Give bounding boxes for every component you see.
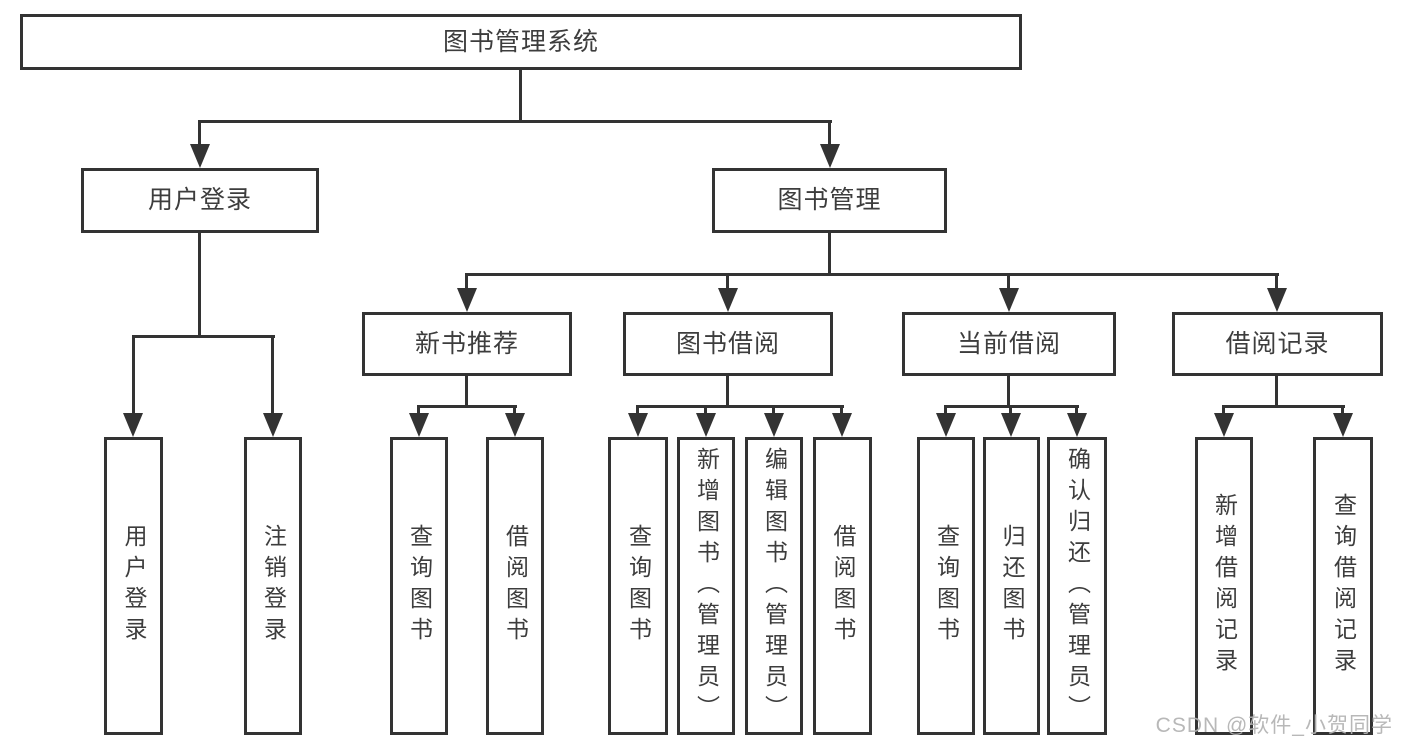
- connector-line: [466, 273, 1279, 276]
- connector-line: [1009, 405, 1012, 415]
- connector-line: [1075, 405, 1078, 415]
- arrow-down-icon: [628, 413, 648, 437]
- connector-line: [636, 405, 639, 415]
- arrow-down-icon: [1067, 413, 1087, 437]
- leaf-query-books-current: 查询图书: [917, 437, 975, 735]
- connector-line: [772, 405, 775, 415]
- connector-line: [1275, 273, 1278, 291]
- arrow-down-icon: [718, 288, 738, 312]
- connector-line: [198, 120, 832, 123]
- connector-line: [840, 405, 843, 415]
- connector-line: [944, 405, 947, 415]
- connector-line: [1007, 376, 1010, 407]
- leaf-add-borrow-record: 新增借阅记录: [1195, 437, 1253, 735]
- arrow-down-icon: [832, 413, 852, 437]
- leaf-return-books: 归还图书: [983, 437, 1040, 735]
- node-book-management: 图书管理: [712, 168, 947, 233]
- connector-line: [1275, 376, 1278, 407]
- arrow-down-icon: [263, 413, 283, 437]
- connector-line: [637, 405, 844, 408]
- connector-line: [726, 273, 729, 291]
- node-new-book-recommendation: 新书推荐: [362, 312, 572, 376]
- leaf-confirm-return-admin: 确认归还（管理员）: [1047, 437, 1107, 735]
- connector-line: [828, 233, 831, 275]
- connector-line: [132, 335, 135, 415]
- csdn-watermark: CSDN @软件_小贺同学: [1155, 714, 1393, 737]
- arrow-down-icon: [1001, 413, 1021, 437]
- connector-line: [198, 233, 201, 337]
- node-user-login: 用户登录: [81, 168, 319, 233]
- leaf-add-book-admin: 新增图书（管理员）: [677, 437, 735, 735]
- node-book-borrowing: 图书借阅: [623, 312, 833, 376]
- connector-line: [465, 273, 468, 291]
- arrow-down-icon: [1267, 288, 1287, 312]
- arrow-down-icon: [820, 144, 840, 168]
- leaf-borrow-books-recommend: 借阅图书: [486, 437, 544, 735]
- connector-line: [132, 335, 275, 338]
- connector-line: [418, 405, 517, 408]
- connector-line: [513, 405, 516, 415]
- arrow-down-icon: [409, 413, 429, 437]
- connector-line: [271, 335, 274, 415]
- connector-line: [1007, 273, 1010, 291]
- connector-line: [1222, 405, 1225, 415]
- connector-line: [465, 376, 468, 407]
- leaf-edit-book-admin: 编辑图书（管理员）: [745, 437, 803, 735]
- connector-line: [726, 376, 729, 407]
- leaf-borrow-books: 借阅图书: [813, 437, 872, 735]
- arrow-down-icon: [123, 413, 143, 437]
- arrow-down-icon: [505, 413, 525, 437]
- node-current-borrowing: 当前借阅: [902, 312, 1116, 376]
- leaf-query-books-recommend: 查询图书: [390, 437, 448, 735]
- arrow-down-icon: [999, 288, 1019, 312]
- arrow-down-icon: [1333, 413, 1353, 437]
- connector-line: [828, 120, 831, 148]
- leaf-logout: 注销登录: [244, 437, 302, 735]
- connector-line: [704, 405, 707, 415]
- arrow-down-icon: [1214, 413, 1234, 437]
- arrow-down-icon: [696, 413, 716, 437]
- leaf-query-borrow-record: 查询借阅记录: [1313, 437, 1373, 735]
- arrow-down-icon: [764, 413, 784, 437]
- connector-line: [945, 405, 1079, 408]
- leaf-user-login: 用户登录: [104, 437, 163, 735]
- connector-line: [198, 120, 201, 148]
- arrow-down-icon: [936, 413, 956, 437]
- connector-line: [519, 70, 522, 122]
- arrow-down-icon: [190, 144, 210, 168]
- leaf-query-books-borrowing: 查询图书: [608, 437, 668, 735]
- arrow-down-icon: [457, 288, 477, 312]
- connector-line: [1223, 405, 1345, 408]
- node-borrowing-records: 借阅记录: [1172, 312, 1383, 376]
- connector-line: [417, 405, 420, 415]
- connector-line: [1341, 405, 1344, 415]
- node-library-management-system: 图书管理系统: [20, 14, 1022, 70]
